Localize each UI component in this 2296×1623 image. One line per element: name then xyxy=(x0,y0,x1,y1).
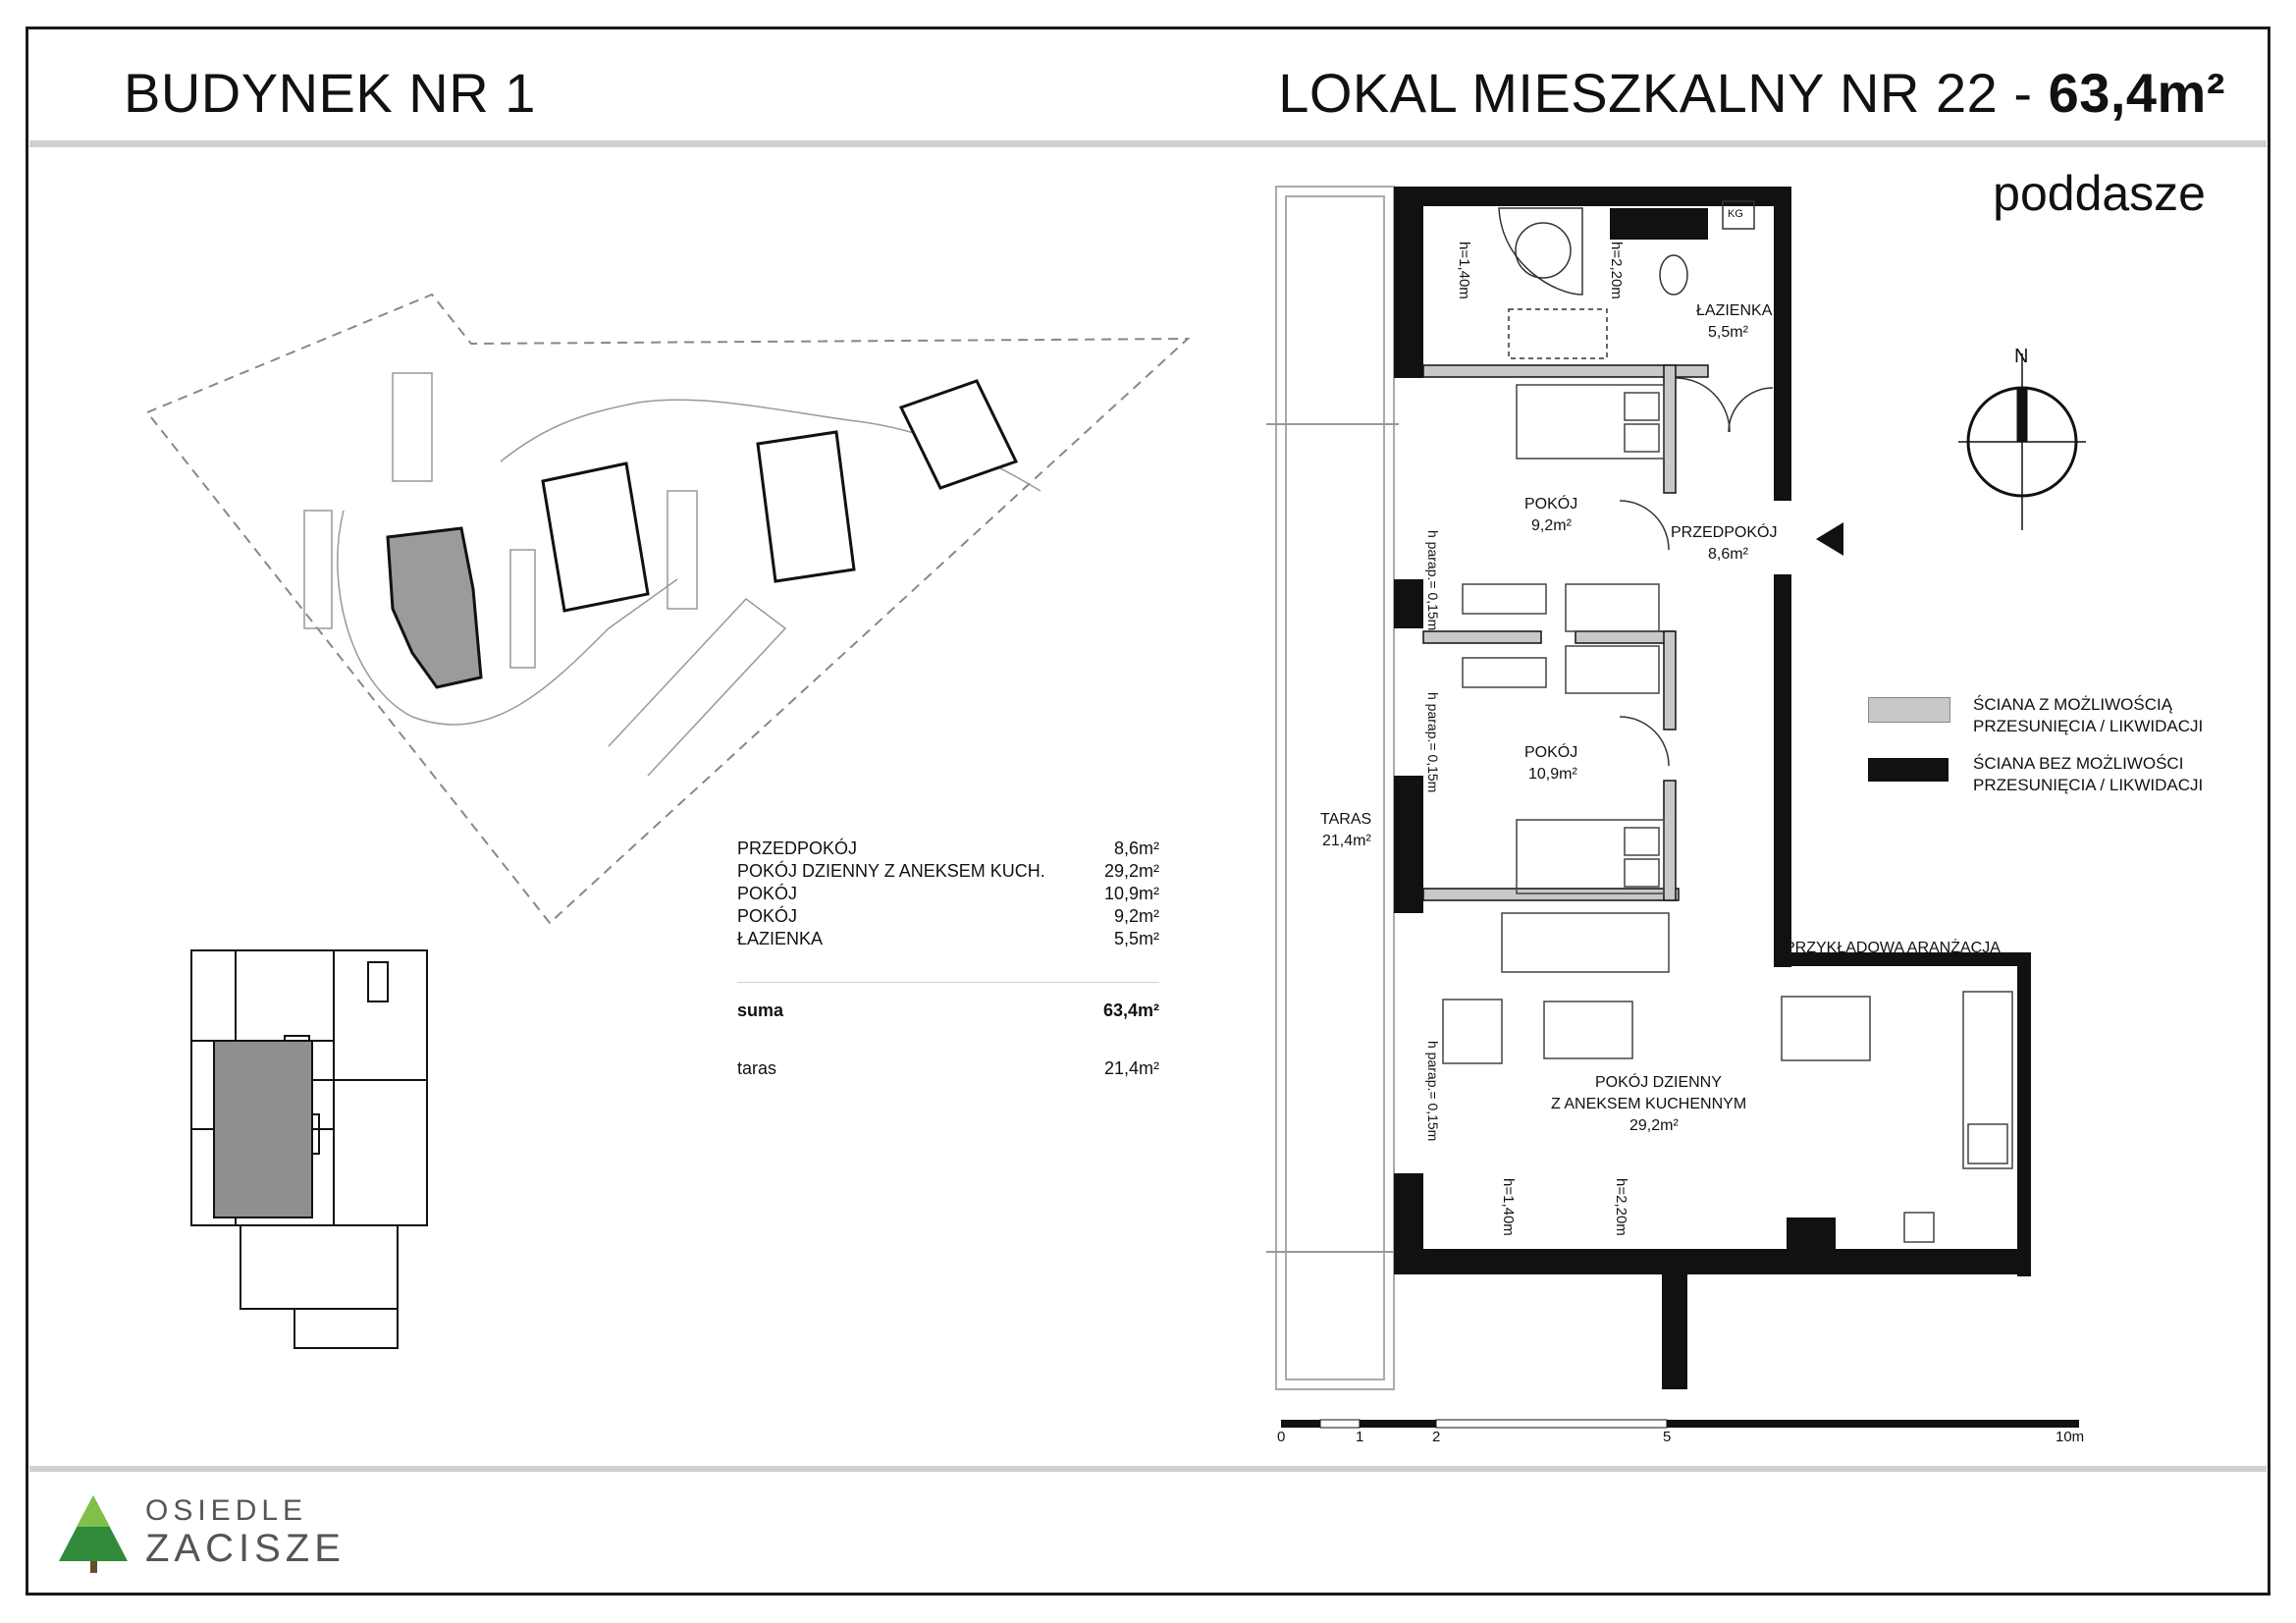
scale-tick-1: 1 xyxy=(1356,1429,1364,1445)
scale-tick-0: 0 xyxy=(1277,1429,1286,1445)
table-row: PRZEDPOKÓJ 8,6m² xyxy=(737,839,1159,859)
row-value: 29,2m² xyxy=(1103,861,1159,881)
room1-name: POKÓJ xyxy=(1524,496,1578,513)
building-title: BUDYNEK NR 1 xyxy=(124,62,536,124)
terrace-value: 21,4m² xyxy=(1103,1058,1159,1078)
table-terrace-row: taras 21,4m² xyxy=(737,1058,1159,1079)
height-label: h=2,20m xyxy=(1613,1178,1629,1236)
hall-area: 8,6m² xyxy=(1708,546,1748,563)
legend-fixed-line1: ŚCIANA BEZ MOŻLIWOŚCI xyxy=(1973,754,2184,773)
row-name: POKÓJ xyxy=(737,906,798,926)
sum-value: 63,4m² xyxy=(1102,1001,1159,1020)
height-label: h=2,20m xyxy=(1608,242,1625,299)
bathroom-name: ŁAZIENKA xyxy=(1696,302,1773,319)
scale-tick-5: 5 xyxy=(1663,1429,1672,1445)
logo-tree-icon xyxy=(59,1495,128,1573)
legend-movable-text: ŚCIANA Z MOŻLIWOŚCIĄ PRZESUNIĘCIA / LIKWI… xyxy=(1973,694,2203,737)
row-name: POKÓJ DZIENNY Z ANEKSEM KUCH. xyxy=(737,861,1045,881)
terrace-area: 21,4m² xyxy=(1322,833,1371,849)
logo-line2: ZACISZE xyxy=(145,1527,346,1570)
height-label: h=1,40m xyxy=(1456,242,1472,299)
unit-title: LOKAL MIESZKALNY NR 22 - 63,4m² xyxy=(1278,61,2225,125)
table-row: ŁAZIENKA 5,5m² xyxy=(737,929,1159,949)
row-value: 8,6m² xyxy=(1113,839,1159,858)
table-sum-row: suma 63,4m² xyxy=(737,1001,1159,1021)
bathroom-area: 5,5m² xyxy=(1708,324,1748,341)
room2-name: POKÓJ xyxy=(1524,744,1578,761)
sill-height-label: h parap.= 0,15m xyxy=(1425,1041,1441,1142)
row-name: POKÓJ xyxy=(737,884,798,903)
room2-area: 10,9m² xyxy=(1528,766,1577,783)
unit-area: 63,4m² xyxy=(2048,62,2225,124)
legend-fixed-line2: PRZESUNIĘCIA / LIKWIDACJI xyxy=(1973,776,2204,794)
height-label: h=1,40m xyxy=(1500,1178,1517,1236)
legend-fixed-swatch xyxy=(1868,758,1949,782)
living-area: 29,2m² xyxy=(1629,1117,1679,1134)
row-value: 5,5m² xyxy=(1113,929,1159,948)
sum-label: suma xyxy=(737,1001,784,1020)
scale-bar xyxy=(1281,1419,2079,1429)
table-row: POKÓJ DZIENNY Z ANEKSEM KUCH. 29,2m² xyxy=(737,861,1159,882)
table-row: POKÓJ 9,2m² xyxy=(737,906,1159,927)
example-arrangement-note: PRZYKŁADOWA ARANŻACJA xyxy=(1785,940,2001,956)
table-row: POKÓJ 10,9m² xyxy=(737,884,1159,904)
table-divider xyxy=(737,982,1159,983)
compass-north-label: N xyxy=(2014,346,2029,367)
legend-movable-line1: ŚCIANA Z MOŻLIWOŚCIĄ xyxy=(1973,695,2173,714)
row-name: ŁAZIENKA xyxy=(737,929,824,948)
page-frame xyxy=(26,27,2270,1596)
kg-label: KG xyxy=(1728,208,1743,220)
header-rule xyxy=(29,140,2267,147)
room1-area: 9,2m² xyxy=(1531,517,1572,534)
hall-name: PRZEDPOKÓJ xyxy=(1671,524,1778,541)
terrace-name: TARAS xyxy=(1320,811,1372,828)
legend-movable-swatch xyxy=(1868,697,1950,723)
legend-movable-line2: PRZESUNIĘCIA / LIKWIDACJI xyxy=(1973,717,2204,735)
living-line1: POKÓJ DZIENNY xyxy=(1595,1074,1722,1091)
row-value: 9,2m² xyxy=(1113,906,1159,926)
sill-height-label: h parap.= 0,15m xyxy=(1425,530,1441,631)
floor-label: poddasze xyxy=(1993,166,2206,221)
terrace-label: taras xyxy=(737,1058,777,1078)
row-name: PRZEDPOKÓJ xyxy=(737,839,858,858)
living-line2: Z ANEKSEM KUCHENNYM xyxy=(1551,1096,1747,1112)
compass-rose xyxy=(1958,353,2086,530)
row-value: 10,9m² xyxy=(1103,884,1159,903)
unit-title-prefix: LOKAL MIESZKALNY NR 22 - xyxy=(1278,62,2049,124)
scale-tick-10: 10m xyxy=(2056,1429,2085,1445)
sill-height-label: h parap.= 0,15m xyxy=(1425,692,1441,793)
scale-tick-2: 2 xyxy=(1432,1429,1441,1445)
legend-fixed-text: ŚCIANA BEZ MOŻLIWOŚCI PRZESUNIĘCIA / LIKW… xyxy=(1973,753,2203,796)
logo-line1: OSIEDLE xyxy=(145,1494,308,1527)
